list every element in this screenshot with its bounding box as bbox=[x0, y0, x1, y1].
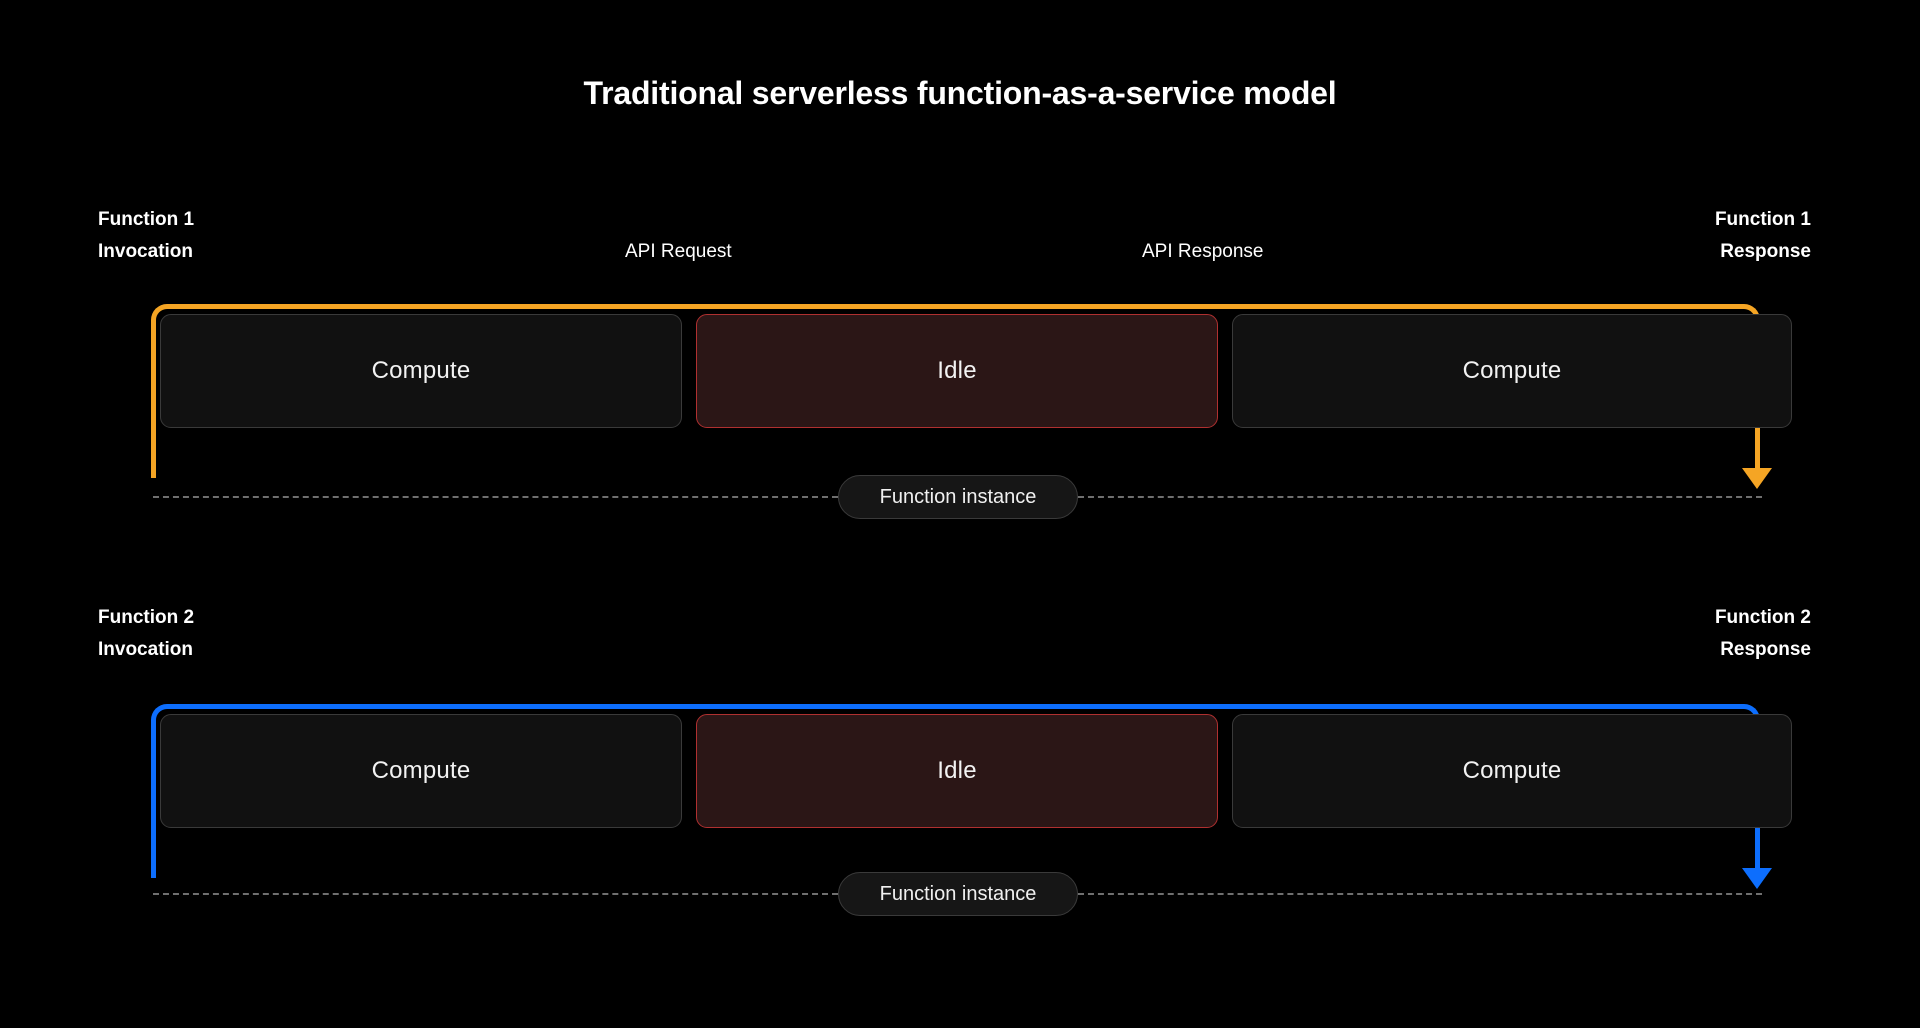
function-1-instance-rail: Function instance bbox=[0, 475, 1920, 519]
function-2-response-stem bbox=[1755, 836, 1760, 880]
api-response-label-1: API Response bbox=[1142, 241, 1264, 262]
function-2-segment-compute-1[interactable]: Compute bbox=[160, 714, 682, 828]
function-1-response-stem bbox=[1755, 436, 1760, 480]
api-request-label-1: API Request bbox=[625, 241, 732, 262]
function-2-invocation-stem bbox=[151, 836, 156, 878]
function-2-segments: Compute Idle Compute bbox=[160, 714, 1792, 828]
function-2-arrow-icon bbox=[1742, 868, 1772, 889]
rail-dash-left-1 bbox=[153, 496, 838, 498]
function-1-invocation-label: Function 1 Invocation bbox=[98, 209, 195, 262]
rail-dash-left-2 bbox=[153, 893, 838, 895]
function-1-segment-compute-2[interactable]: Compute bbox=[1232, 314, 1792, 428]
function-2-segment-compute-2[interactable]: Compute bbox=[1232, 714, 1792, 828]
function-2-instance-pill[interactable]: Function instance bbox=[838, 872, 1078, 916]
function-2-invocation-label: Function 2 Invocation bbox=[98, 607, 195, 660]
function-1-arrow-icon bbox=[1742, 468, 1772, 489]
function-2-instance-rail: Function instance bbox=[0, 872, 1920, 916]
rail-dash-right-1 bbox=[1078, 496, 1762, 498]
page-title: Traditional serverless function-as-a-ser… bbox=[583, 75, 1337, 111]
function-1-invocation-stem bbox=[151, 436, 156, 478]
function-1-segment-compute-1[interactable]: Compute bbox=[160, 314, 682, 428]
function-2-response-label: Function 2 Response bbox=[1714, 607, 1811, 660]
function-1-segments: Compute Idle Compute bbox=[160, 314, 1792, 428]
function-1-instance-pill[interactable]: Function instance bbox=[838, 475, 1078, 519]
function-1-response-label: Function 1 Response bbox=[1714, 209, 1811, 262]
function-2-segment-idle[interactable]: Idle bbox=[696, 714, 1218, 828]
rail-dash-right-2 bbox=[1078, 893, 1762, 895]
function-1-segment-idle[interactable]: Idle bbox=[696, 314, 1218, 428]
